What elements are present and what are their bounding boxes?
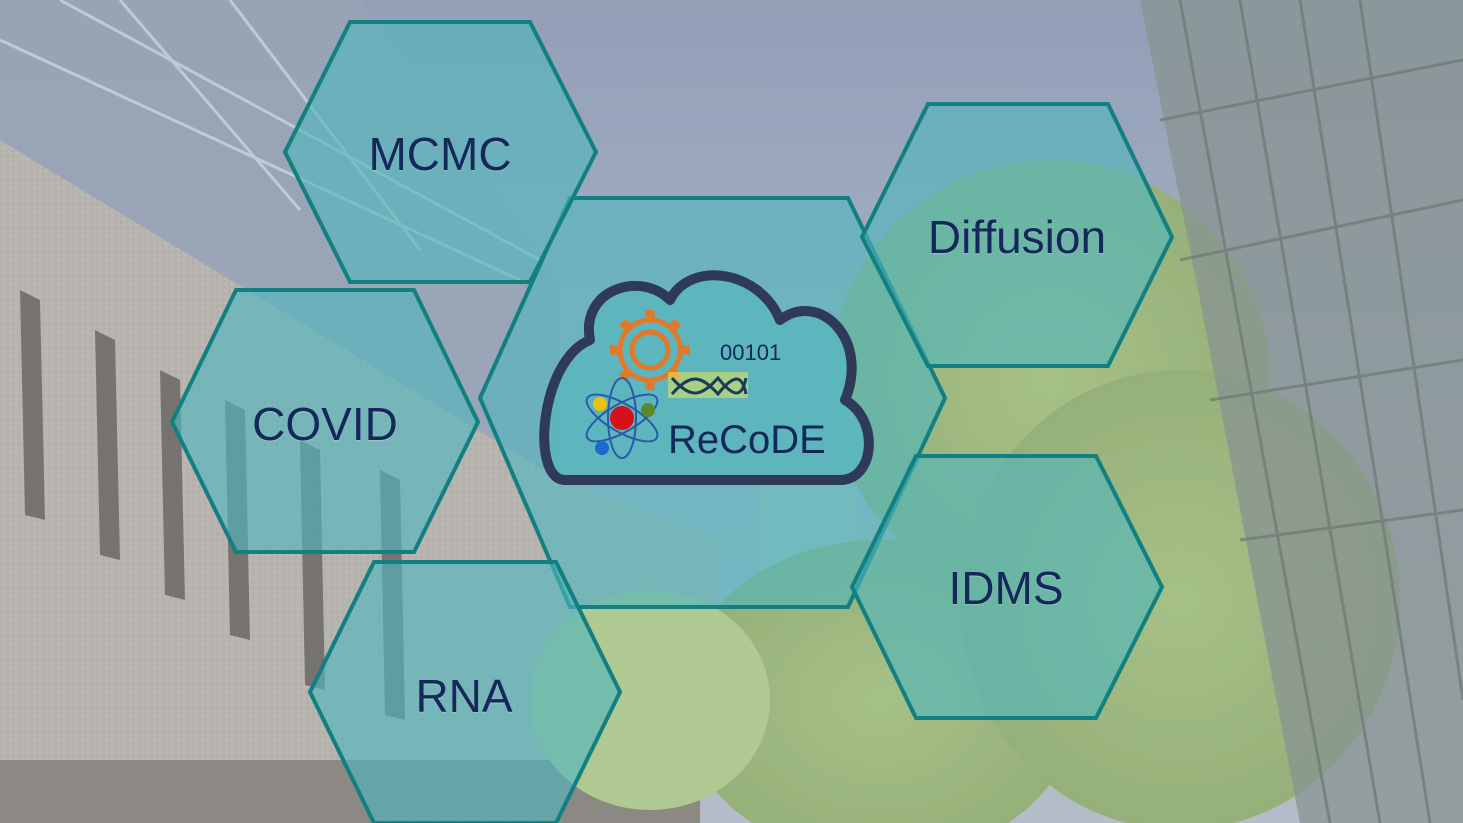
hex-diffusion — [859, 102, 1175, 368]
hex-covid — [169, 288, 481, 554]
hex-label-idms: IDMS — [948, 562, 1064, 614]
hex-label-mcmc: MCMC — [368, 128, 512, 180]
hex-mcmc — [282, 20, 599, 284]
hex-label-covid: COVID — [252, 398, 398, 450]
dna-icon — [668, 372, 748, 398]
hex-rna — [307, 560, 623, 823]
recode-logo — [539, 270, 874, 485]
right-building — [1140, 0, 1463, 823]
logo-binary-text: 00101 — [720, 340, 782, 365]
hex-idms — [849, 454, 1165, 720]
atom-icon — [585, 377, 659, 459]
logo-name-text: ReCoDE — [668, 418, 826, 462]
hex-label-diffusion: Diffusion — [927, 211, 1107, 263]
hex-label-rna: RNA — [415, 670, 513, 722]
